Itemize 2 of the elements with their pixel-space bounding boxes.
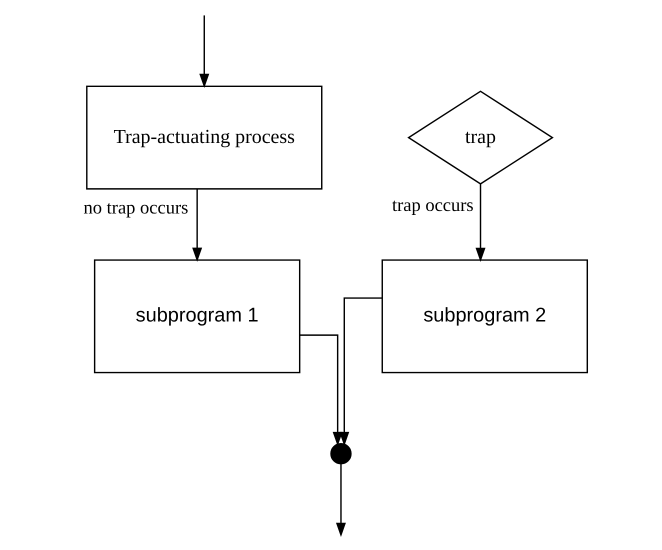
edge-label: trap occurs bbox=[392, 196, 474, 216]
edge-label: no trap occurs bbox=[84, 198, 188, 219]
